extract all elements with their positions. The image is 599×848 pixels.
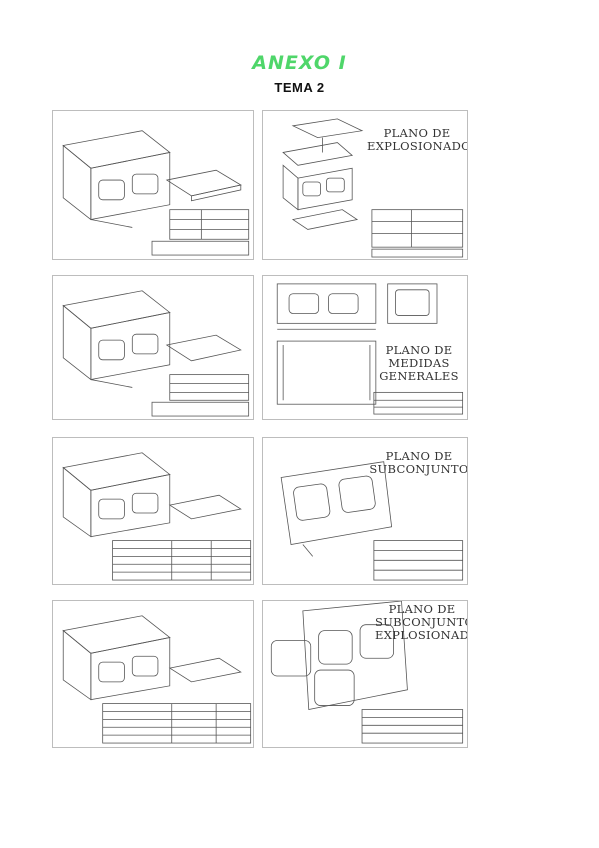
drawing-label-explosionado: PLANO DE EXPLOSIONADO: [367, 126, 468, 153]
exploded-view-drawing: [282, 118, 464, 258]
topic-subtitle: TEMA 2: [274, 80, 325, 95]
assembly-drawing-sheet-1: [52, 110, 254, 260]
isometric-assembly-drawing: [62, 452, 252, 581]
annex-title: ANEXO I: [252, 52, 347, 74]
exploded-subassembly-drawing: [270, 601, 464, 744]
drawing-label-subconjunto: PLANO DE SUBCONJUNTO: [369, 449, 468, 476]
assembly-drawing-sheet-3: [52, 437, 254, 585]
drawing-label-medidas-generales: PLANO DE MEDIDAS GENERALES: [379, 343, 459, 383]
drawing-sheet-medidas-generales: PLANO DE MEDIDAS GENERALES: [262, 275, 468, 420]
drawing-label-subconjunto-explosionado: PLANO DE SUBCONJUNTO EXPLOSIONADO: [375, 602, 468, 642]
assembly-drawing-sheet-2: [52, 275, 254, 420]
drawing-sheet-subconjunto: PLANO DE SUBCONJUNTO: [262, 437, 468, 585]
assembly-drawing-sheet-4: [52, 600, 254, 748]
drawing-sheet-subconjunto-explosionado: PLANO DE SUBCONJUNTO EXPLOSIONADO: [262, 600, 468, 748]
isometric-assembly-drawing: [62, 130, 250, 256]
drawing-sheet-explosionado: PLANO DE EXPLOSIONADO: [262, 110, 468, 260]
general-dimensions-drawing: [276, 283, 464, 415]
subassembly-drawing: [280, 461, 464, 581]
isometric-assembly-drawing: [62, 615, 252, 744]
isometric-assembly-drawing: [62, 290, 250, 417]
